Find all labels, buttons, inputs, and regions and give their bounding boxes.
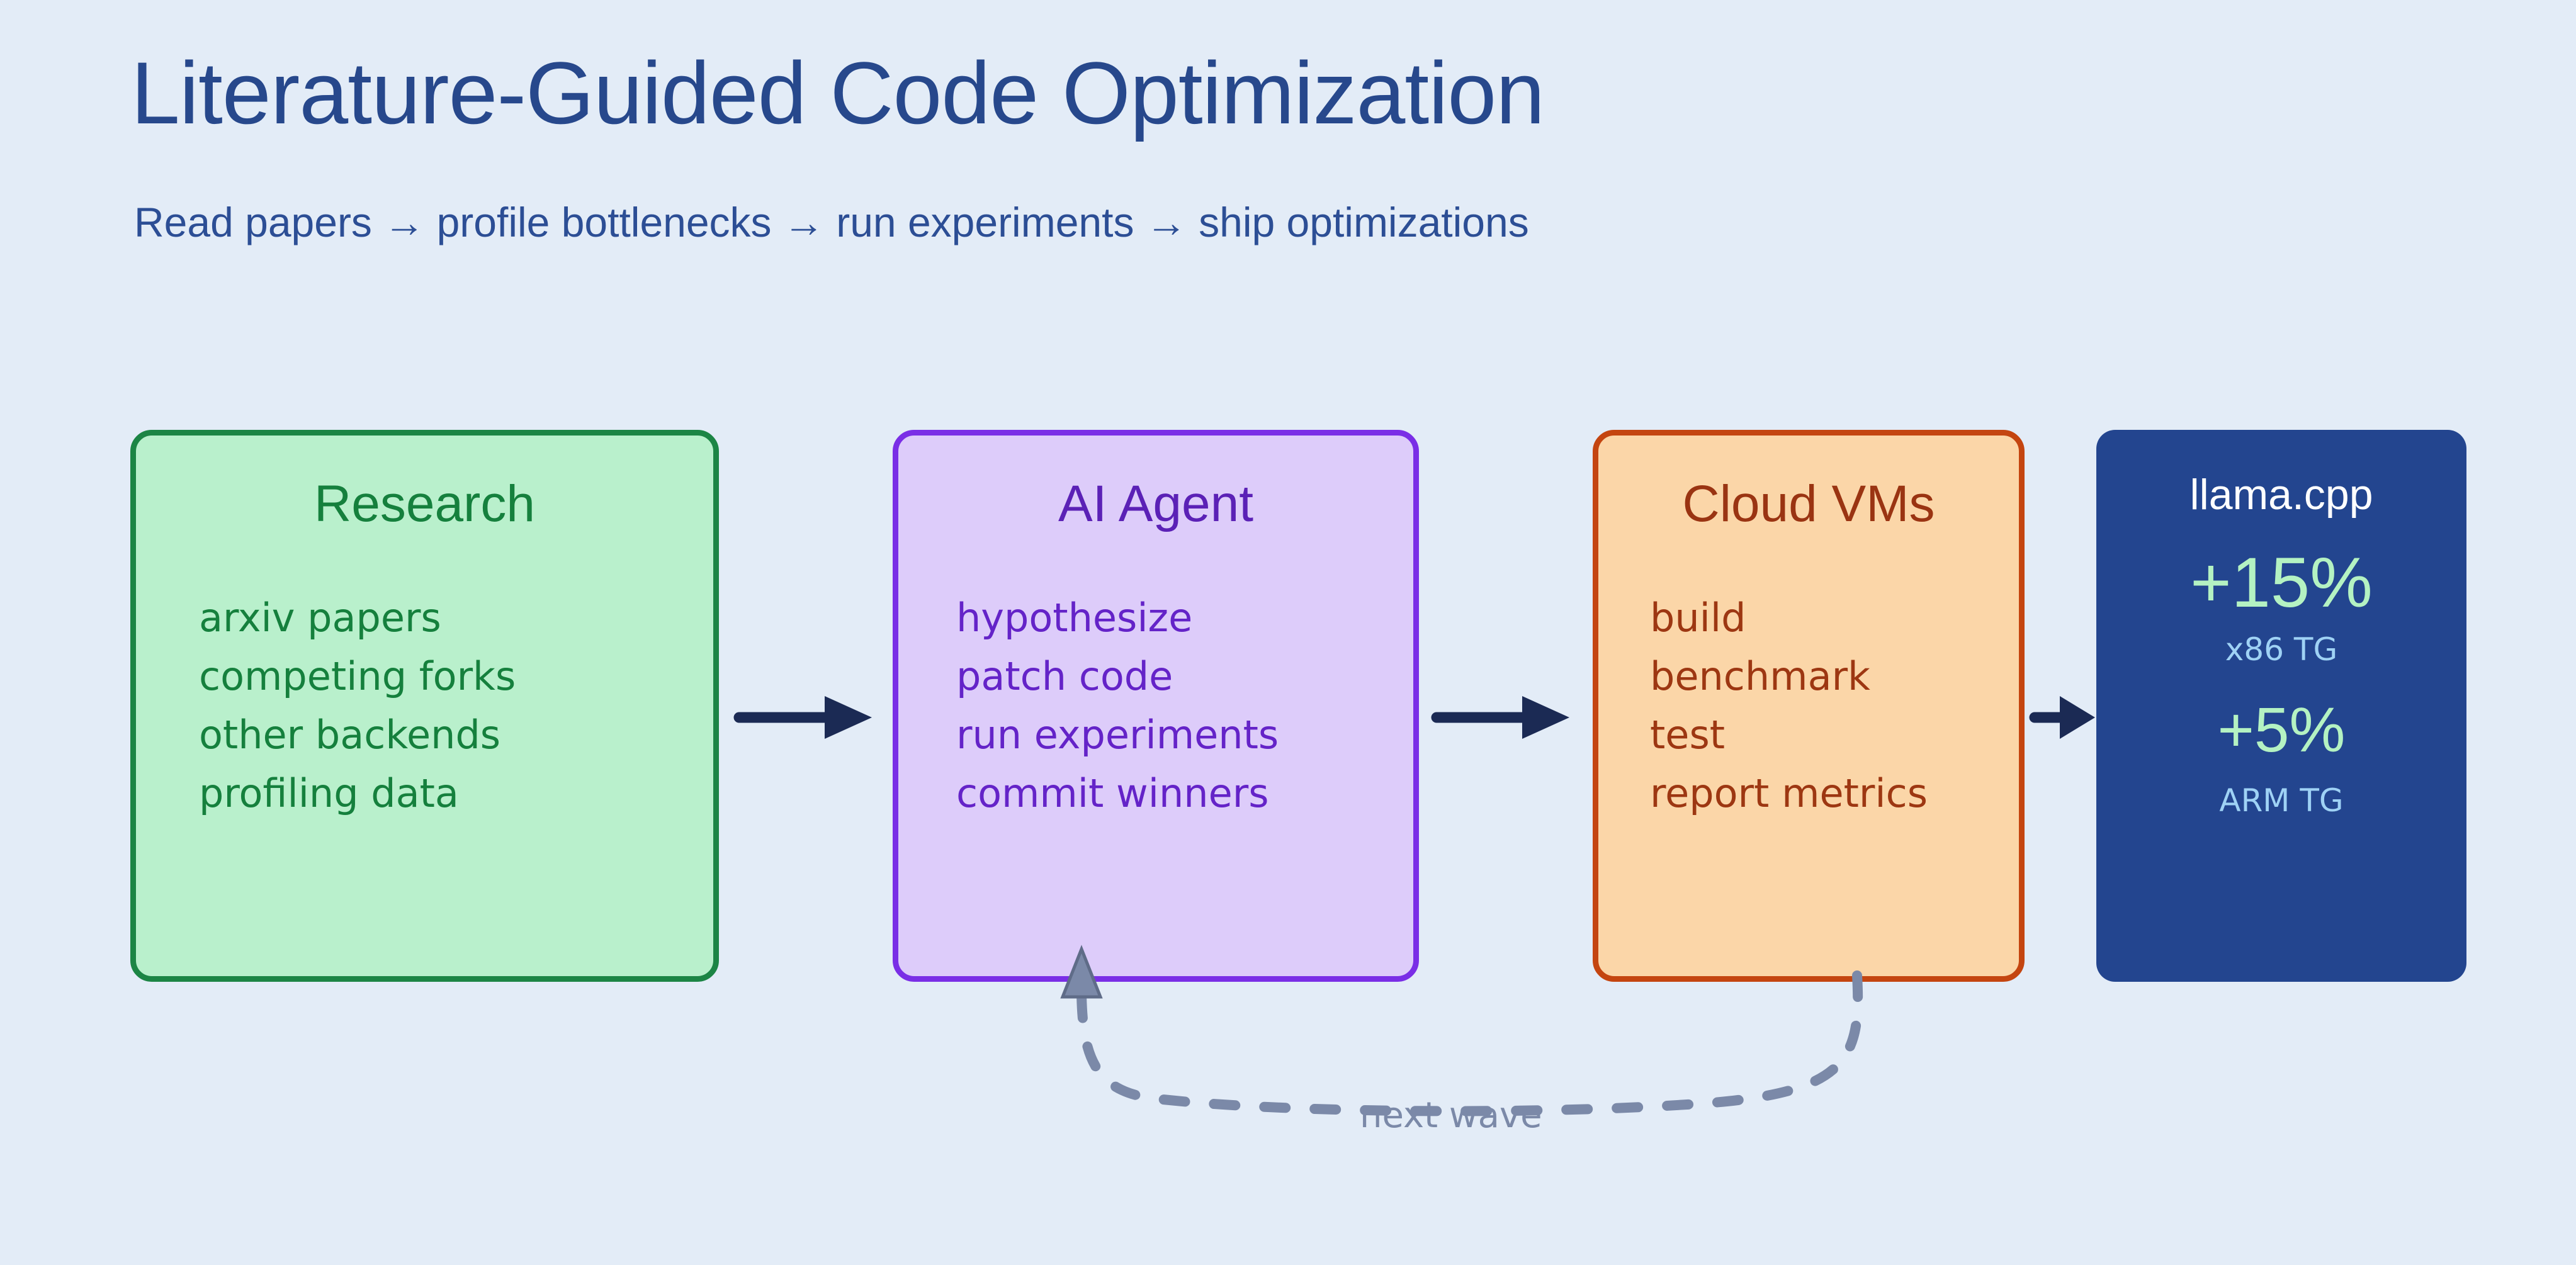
list-item: build: [1650, 595, 1746, 641]
metric-label-arm: ARM TG: [2219, 782, 2344, 819]
list-item: report metrics: [1650, 770, 1928, 816]
node-cloud-vms[interactable]: Cloud VMs build benchmark test report me…: [1593, 430, 2025, 982]
node-result-llama-cpp[interactable]: llama.cpp +15% x86 TG +5% ARM TG: [2096, 430, 2466, 982]
metric-label-x86: x86 TG: [2225, 631, 2338, 668]
node-cloud-vms-title: Cloud VMs: [1682, 475, 1935, 532]
list-item: patch code: [956, 653, 1173, 699]
node-research-title: Research: [314, 475, 535, 532]
node-result-title: llama.cpp: [2189, 471, 2373, 519]
list-item: test: [1650, 712, 1726, 758]
node-ai-agent-title: AI Agent: [1058, 475, 1254, 532]
node-ai-agent[interactable]: AI Agent hypothesize patch code run expe…: [893, 430, 1419, 982]
list-item: run experiments: [956, 712, 1279, 758]
page-title: Literature-Guided Code Optimization: [131, 43, 1545, 142]
list-item: benchmark: [1650, 653, 1870, 699]
list-item: arxiv papers: [199, 595, 441, 641]
node-cloud-vms-list: build benchmark test report metrics: [1650, 588, 1928, 823]
arrow-research-to-agent: [733, 696, 872, 739]
list-item: competing forks: [199, 653, 516, 699]
arrow-cloud-to-result: [2029, 696, 2095, 739]
node-research-list: arxiv papers competing forks other backe…: [199, 588, 516, 823]
list-item: other backends: [199, 712, 501, 758]
feedback-loop-arrow: [1060, 945, 1863, 1116]
arrow-agent-to-cloud: [1431, 696, 1569, 739]
list-item: commit winners: [956, 770, 1269, 816]
metric-value-x86: +15%: [2190, 543, 2373, 622]
list-item: hypothesize: [956, 595, 1193, 641]
list-item: profiling data: [199, 770, 459, 816]
feedback-loop-label: next wave: [1360, 1095, 1542, 1136]
node-research[interactable]: Research arxiv papers competing forks ot…: [130, 430, 719, 982]
page-subtitle: Read papers → profile bottlenecks → run …: [134, 199, 1529, 245]
node-ai-agent-list: hypothesize patch code run experiments c…: [956, 588, 1279, 823]
metric-value-arm: +5%: [2217, 695, 2346, 765]
